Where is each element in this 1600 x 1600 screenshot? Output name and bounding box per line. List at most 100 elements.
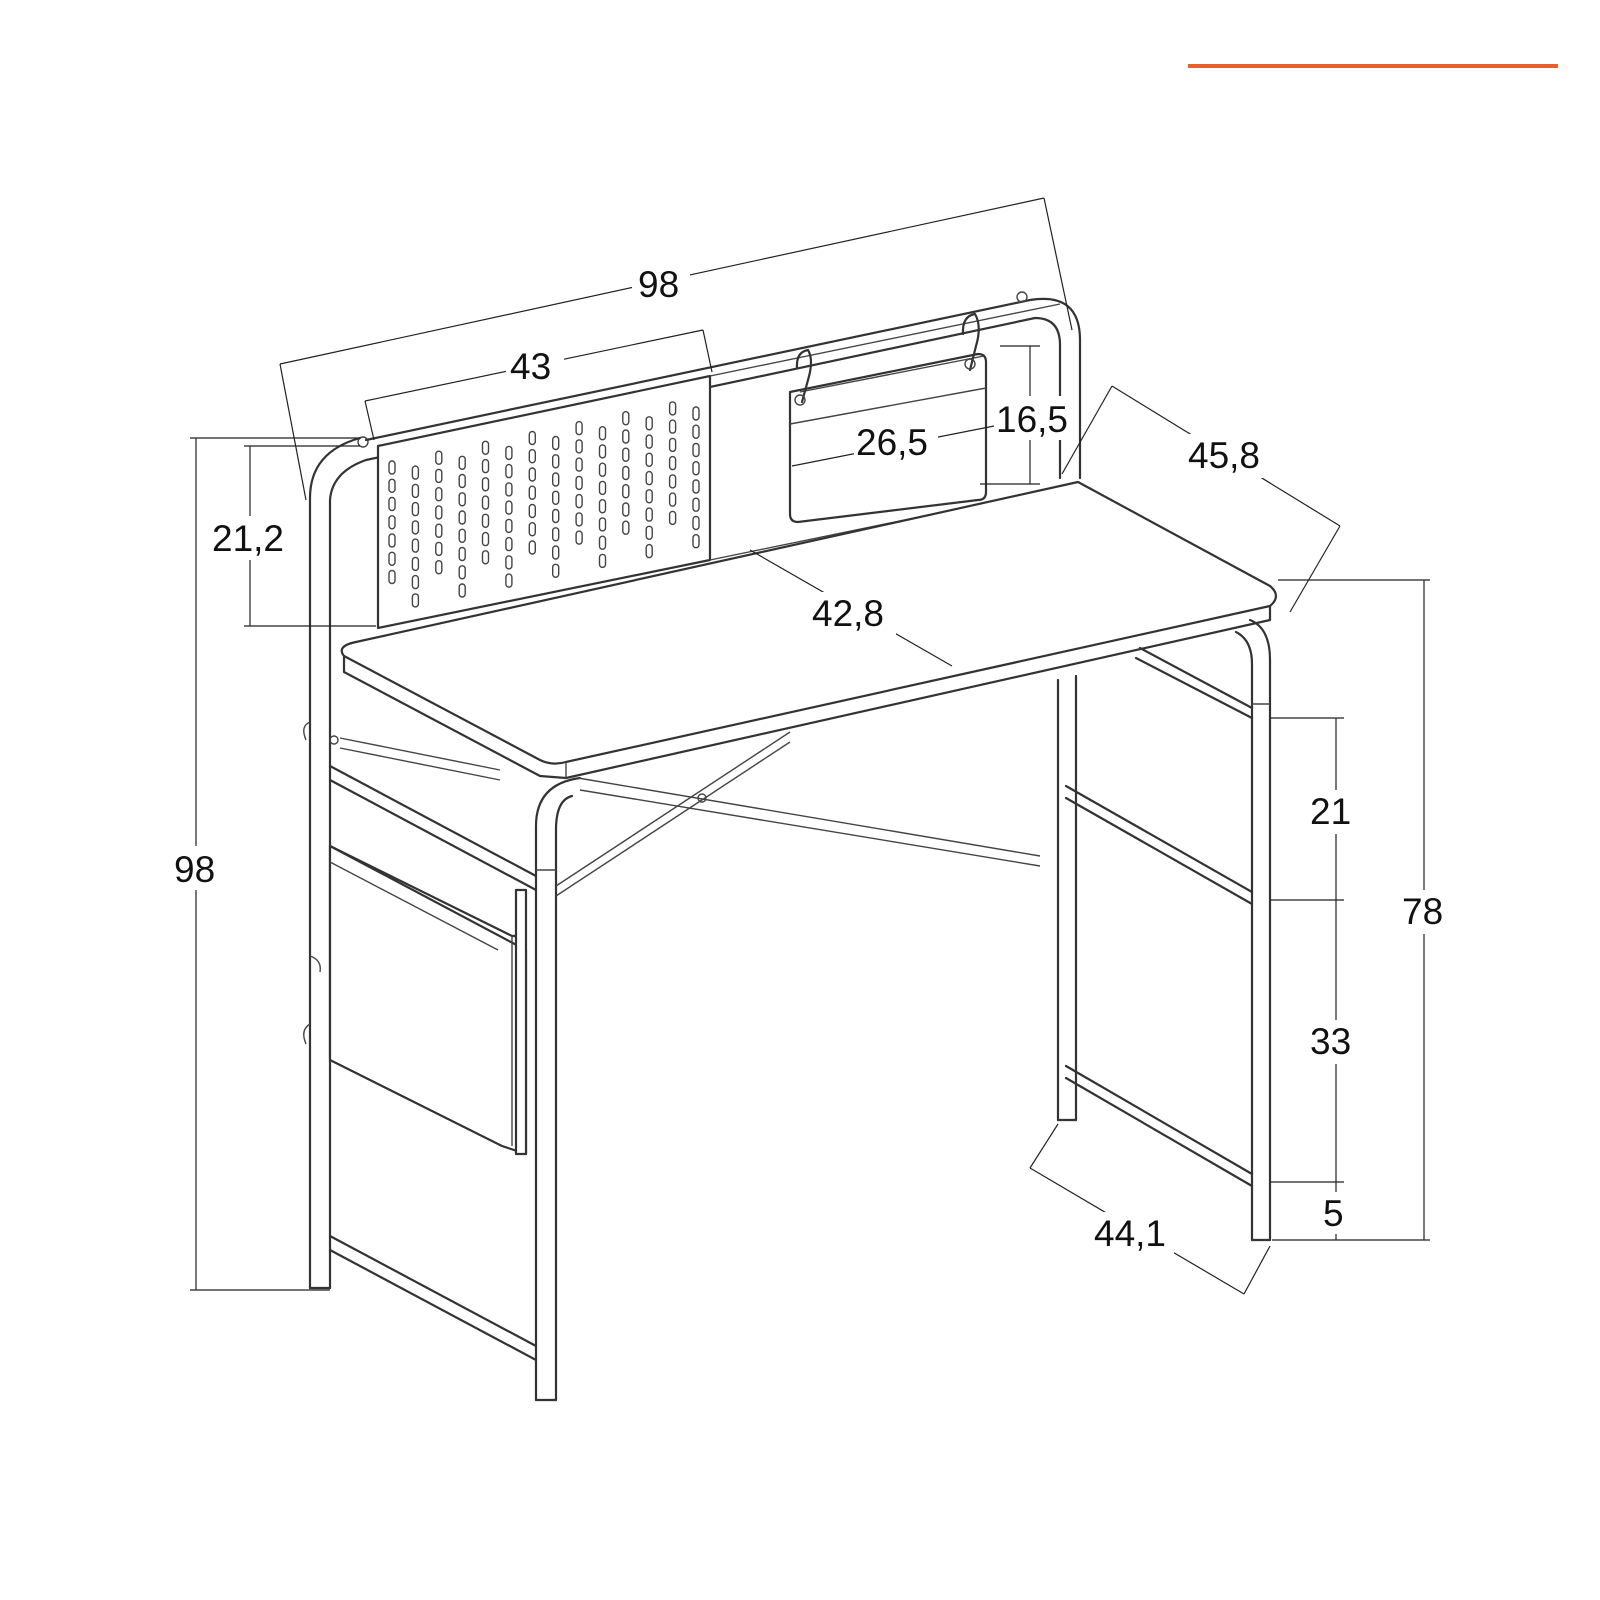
peg-hole	[411, 501, 420, 517]
peg-hole	[598, 480, 607, 496]
peg-hole	[645, 507, 653, 522]
peg-hole	[481, 513, 490, 528]
peg-hole	[528, 522, 536, 537]
peg-hole	[668, 492, 677, 507]
peg-hole	[435, 541, 443, 557]
dim-leg-depth: 44,1	[1094, 1213, 1166, 1254]
peg-hole	[505, 573, 513, 588]
peg-hole	[411, 538, 420, 553]
cross-brace	[329, 731, 1041, 897]
right-side-rail-upper	[1134, 656, 1254, 720]
peg-hole	[411, 556, 420, 572]
peg-hole	[692, 442, 700, 458]
dim-foot-bar-height: 5	[1323, 1193, 1344, 1234]
peg-hole	[668, 401, 677, 416]
peg-hole	[388, 515, 396, 530]
peg-hole	[528, 540, 536, 555]
left-side-rail-lower	[328, 1234, 538, 1348]
dim-upper-gap: 21	[1310, 791, 1351, 832]
dim-pegboard-width: 43	[510, 346, 551, 387]
left-front-leg	[534, 776, 582, 1402]
peg-hole	[598, 553, 607, 569]
peg-hole	[458, 546, 466, 562]
peg-hole	[388, 551, 396, 566]
peg-hole	[388, 478, 396, 493]
peg-hole	[552, 508, 560, 524]
peg-hole	[481, 477, 490, 492]
peg-hole	[575, 512, 583, 527]
peg-hole	[411, 593, 420, 608]
peg-hole	[435, 450, 443, 465]
peg-hole	[458, 528, 466, 543]
peg-hole	[481, 440, 490, 455]
peg-hole	[575, 439, 583, 454]
peg-hole	[388, 569, 396, 585]
peg-hole	[692, 534, 700, 549]
right-side-rail-middle	[1064, 784, 1254, 894]
peg-hole	[645, 470, 653, 486]
peg-hole	[622, 411, 630, 426]
peg-hole	[622, 502, 630, 517]
peg-hole	[575, 475, 583, 491]
peg-hole	[458, 473, 466, 489]
peg-hole	[505, 463, 513, 479]
peg-hole	[458, 510, 466, 525]
peg-hole	[645, 525, 653, 540]
peg-hole	[481, 531, 490, 547]
peg-hole	[528, 485, 536, 500]
right-side-rail-lower	[1064, 1064, 1254, 1176]
top-rail	[364, 298, 1032, 442]
peg-hole	[481, 495, 490, 510]
peg-hole	[645, 543, 653, 559]
dim-pegboard-height: 21,2	[212, 518, 284, 559]
right-back-post	[1028, 297, 1082, 480]
peg-hole	[598, 517, 607, 532]
peg-hole	[411, 574, 420, 590]
peg-hole	[575, 493, 583, 509]
peg-hole	[598, 444, 607, 459]
peg-hole	[692, 424, 700, 439]
dim-lower-gap: 33	[1310, 1021, 1351, 1062]
peg-hole	[528, 430, 536, 446]
peg-hole	[481, 550, 490, 565]
peg-hole	[645, 416, 653, 431]
peg-hole	[458, 455, 466, 470]
peg-hole	[505, 500, 513, 515]
peg-hole	[622, 520, 630, 535]
peg-hole	[388, 460, 396, 475]
peg-hole	[505, 482, 513, 497]
dim-pouch-height: 16,5	[996, 399, 1068, 440]
peg-hole	[411, 483, 420, 499]
peg-hole	[668, 419, 677, 434]
peg-hole	[388, 533, 396, 548]
peg-hole	[668, 455, 677, 471]
peg-hole	[598, 499, 607, 514]
peg-hole	[435, 505, 443, 520]
dim-pouch-width: 26,5	[856, 422, 928, 463]
peg-hole	[598, 462, 607, 477]
peg-hole	[458, 565, 466, 580]
peg-hole	[645, 489, 653, 504]
peg-hole	[552, 545, 560, 560]
peg-hole	[692, 479, 700, 494]
peg-hole	[692, 406, 700, 421]
peg-hole	[692, 497, 700, 512]
peg-hole	[458, 583, 466, 598]
peg-hole	[505, 536, 513, 552]
peg-hole	[435, 487, 443, 502]
peg-hole	[552, 472, 560, 487]
left-back-post	[308, 436, 362, 1290]
desk-illustration	[303, 291, 1278, 1402]
peg-hole	[575, 457, 583, 472]
peg-hole	[435, 523, 443, 538]
peg-hole	[645, 434, 653, 449]
peg-hole	[552, 490, 560, 505]
peg-hole	[668, 510, 677, 526]
peg-hole	[552, 454, 560, 469]
peg-hole	[552, 527, 560, 542]
peg-hole	[575, 530, 583, 545]
side-storage-bag	[328, 844, 528, 1156]
peg-hole	[598, 535, 607, 550]
peg-hole	[552, 435, 560, 451]
peg-hole	[435, 560, 443, 575]
